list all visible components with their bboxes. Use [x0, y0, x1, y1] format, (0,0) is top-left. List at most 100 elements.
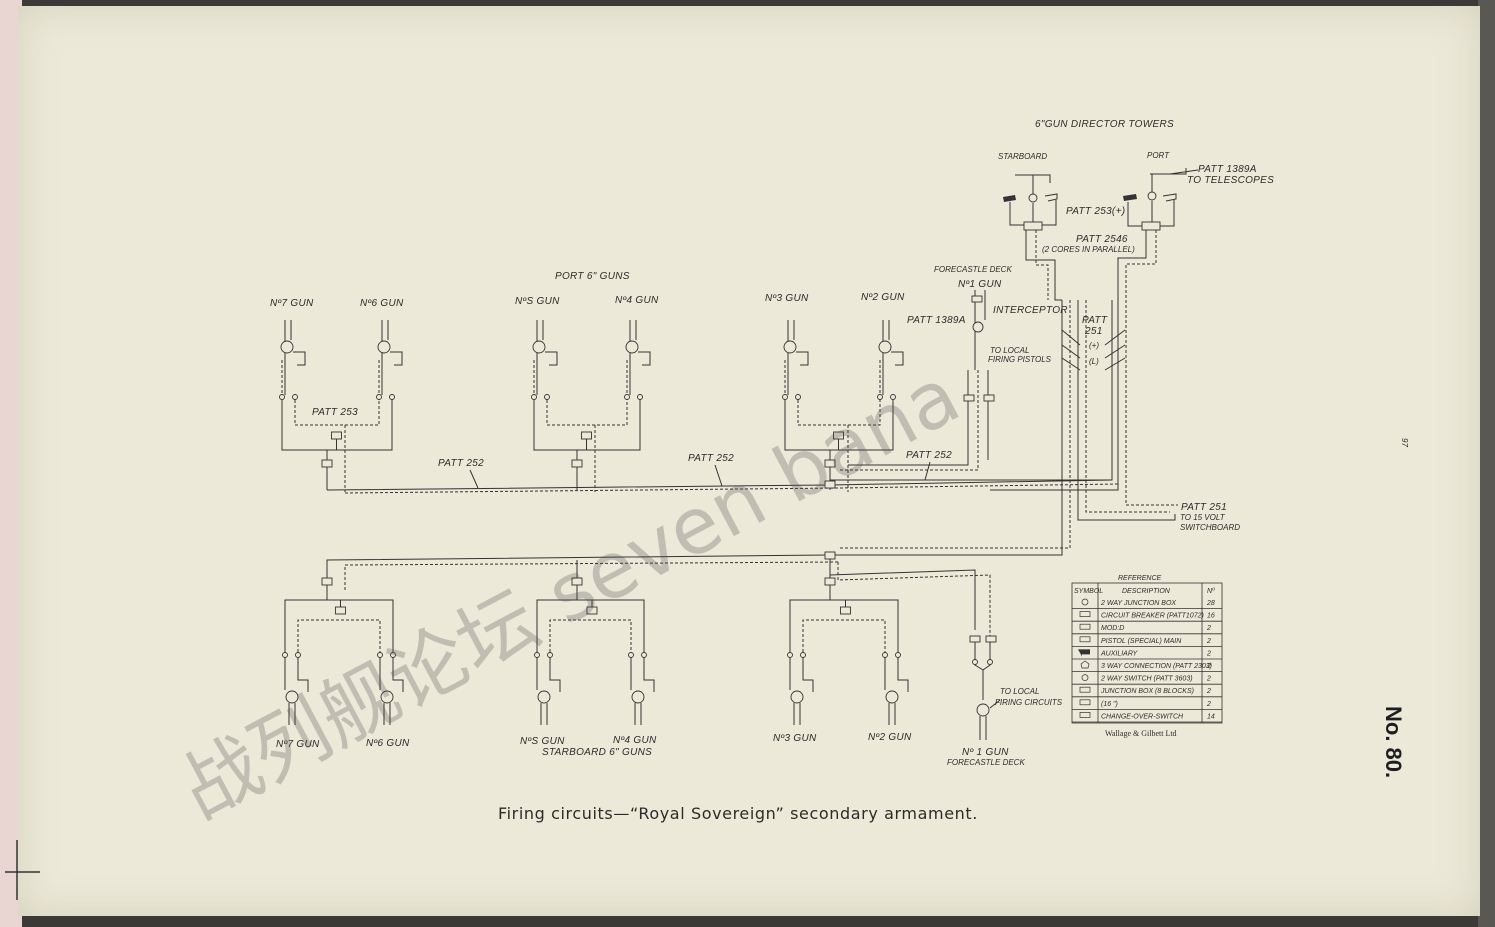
reference-row: PISTOL (SPECIAL) MAIN 2: [1079, 636, 1211, 645]
starboard-gun-label: Nº7 GUN: [276, 739, 320, 750]
reference-description: CHANGE-OVER-SWITCH: [1101, 713, 1184, 720]
reference-header-no: Nº: [1207, 588, 1215, 595]
starboard-gun-label: NºS GUN: [520, 736, 565, 747]
director-towers-label: 6"GUN DIRECTOR TOWERS: [1035, 119, 1174, 130]
no1-gun-top-label: Nº1 GUN: [958, 279, 1002, 290]
paper-sheet: [18, 6, 1480, 916]
reference-count: 28: [1206, 600, 1215, 607]
port-tower-label: PORT: [1147, 151, 1170, 160]
reference-description: 2 WAY SWITCH (PATT 3603): [1100, 676, 1193, 683]
port-patt253-label: PATT 253: [312, 407, 358, 418]
reference-count: 14: [1207, 713, 1215, 720]
cos-icon: [625, 340, 639, 354]
port-patt252-label-2: PATT 252: [688, 453, 734, 464]
starboard-gun-label: Nº3 GUN: [773, 733, 817, 744]
reference-table: REFERENCE SYMBOL DESCRIPTION Nº 2 WAY JU…: [1071, 575, 1223, 738]
reference-row: CIRCUIT BREAKER (PATT1072)16: [1079, 611, 1215, 620]
port-gun-3: Nº4 GUN: [615, 295, 659, 400]
cos-icon: [885, 690, 899, 704]
port-gun-label: Nº7 GUN: [270, 298, 314, 309]
port-pair-frame: [281, 400, 393, 492]
no1-gun-bottom-label: Nº 1 GUN: [962, 747, 1009, 758]
reference-description: PISTOL (SPECIAL) MAIN: [1101, 638, 1182, 645]
page-edge-right: [1478, 0, 1495, 927]
reference-count: 2: [1206, 701, 1211, 708]
starboard-bus-junction: [824, 551, 836, 560]
starboard-gun-2: NºS GUN: [520, 652, 565, 747]
starboard-gun-4: Nº3 GUN: [773, 652, 817, 744]
port-pair-frame: [784, 400, 894, 492]
reference-row: JUNCTION BOX (8 BLOCKS) 2: [1079, 686, 1211, 695]
port-gun-4: Nº3 GUN: [765, 293, 809, 400]
reference-description: 2 WAY JUNCTION BOX: [1100, 600, 1176, 607]
to-local-pistols-label-1: TO LOCAL: [990, 346, 1029, 355]
port-bus-junction: [824, 480, 836, 489]
page-edge-left: [0, 0, 22, 927]
port-gun-2: NºS GUN: [515, 296, 560, 400]
patt2546-label: PATT 2546: [1076, 234, 1128, 245]
port-gun-label: NºS GUN: [515, 296, 560, 307]
to-local-circuits-label-1: TO LOCAL: [1000, 687, 1039, 696]
starboard-switch-icon: [1028, 193, 1038, 203]
l-terminal: (L): [1089, 357, 1099, 366]
cos-icon: [532, 340, 546, 354]
port-gun-5: Nº2 GUN: [861, 292, 905, 400]
cos-icon: [790, 690, 804, 704]
starboard-pair-frame: [789, 560, 899, 652]
cos-icon: [783, 340, 797, 354]
port-aux-pistol-icon: [1123, 194, 1137, 201]
reference-count: 16: [1207, 613, 1215, 620]
port-patt252-label-1: PATT 252: [438, 458, 484, 469]
port-gun-label: Nº3 GUN: [765, 293, 809, 304]
port-gun-0: Nº7 GUN: [270, 298, 314, 400]
plate-number: No. 80.: [1381, 706, 1406, 778]
patt251-switchboard-label-2: TO 15 VOLT: [1180, 513, 1226, 522]
reference-description: JUNCTION BOX (8 BLOCKS): [1100, 688, 1194, 695]
forecastle-no1-gun-bottom: TO LOCAL FIRING CIRCUITS Nº 1 GUN FORECA…: [947, 635, 1063, 767]
cos-icon: [377, 340, 391, 354]
watermark: 战列舰论坛 seven bana: [167, 351, 974, 837]
to-local-circuits-label-2: FIRING CIRCUITS: [995, 698, 1063, 707]
starboard-gun-label: Nº4 GUN: [613, 735, 657, 746]
reference-count: 2: [1206, 663, 1211, 670]
reference-row: CHANGE-OVER-SWITCH 14: [1079, 712, 1215, 720]
starboard-tower-label: STARBOARD: [998, 152, 1047, 161]
port-junction-box: [1141, 221, 1161, 231]
cos-icon: [285, 690, 299, 704]
starboard-gun-label: Nº2 GUN: [868, 732, 912, 743]
reference-count: 2: [1206, 638, 1211, 645]
reference-description: MOD:D: [1101, 625, 1124, 632]
trunk-cables: PATT 251 (+) (L) PATT 251 TO 15 VOLT SWI…: [830, 300, 1240, 556]
cos-icon: [380, 690, 394, 704]
no1-cos-icon: [976, 703, 990, 717]
port-gun-label: Nº2 GUN: [861, 292, 905, 303]
to-local-pistols-label-2: FIRING PISTOLS: [988, 355, 1052, 364]
to-telescopes-label: TO TELESCOPES: [1187, 175, 1274, 186]
cos-icon: [280, 340, 294, 354]
reference-count: 2: [1206, 650, 1211, 657]
printer-credit: Wallage & Gilbett Ltd: [1105, 729, 1177, 738]
page-number: 97: [1400, 438, 1409, 447]
patt251-switchboard-label-1: PATT 251: [1181, 502, 1227, 513]
port-switch-icon: [1147, 191, 1157, 201]
reference-count: 2: [1206, 676, 1211, 683]
reference-row: 2 WAY JUNCTION BOX 28: [1081, 598, 1215, 607]
reference-count: 2: [1206, 688, 1211, 695]
port-gun-label: Nº4 GUN: [615, 295, 659, 306]
reference-row: 3 WAY CONNECTION (PATT 2303)2: [1080, 660, 1212, 670]
figure-caption: Firing circuits—“Royal Sovereign” second…: [498, 804, 978, 823]
port-pair-frame: [533, 400, 641, 492]
starboard-gun-0: Nº7 GUN: [276, 652, 320, 750]
patt251-switchboard-label-3: SWITCHBOARD: [1180, 523, 1240, 532]
port-gun-1: Nº6 GUN: [360, 298, 404, 400]
patt1389a-top-label: PATT 1389A: [1198, 164, 1257, 175]
cos-icon: [631, 690, 645, 704]
patt251-label-b: 251: [1084, 326, 1103, 337]
reference-description: CIRCUIT BREAKER (PATT1072): [1101, 613, 1204, 620]
interceptor-label: INTERCEPTOR: [993, 305, 1068, 316]
forecastle-deck-bottom-label: FORECASTLE DECK: [947, 758, 1025, 767]
patt251-label-a: PATT: [1082, 315, 1108, 326]
port-gun-label: Nº6 GUN: [360, 298, 404, 309]
